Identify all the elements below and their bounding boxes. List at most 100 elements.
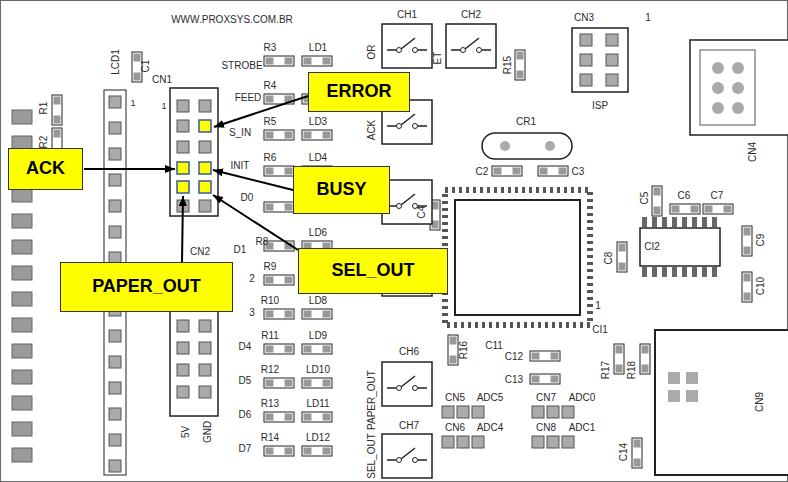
silkscreen-label: LD6 [309,228,327,238]
small-parts-use [52,95,62,125]
microcontroller-rect [445,190,590,325]
silkscreen-label: ET [433,52,443,65]
silkscreen-label: LD11 [306,399,329,409]
adc-headers-use [457,436,469,448]
silkscreen-label: INIT [231,161,250,171]
usb-connector-circle [712,62,724,74]
isp-header-use [580,34,592,46]
lcd-header-use [109,148,121,160]
silkscreen-label: ADC5 [477,393,504,403]
silkscreen-label: C14 [619,443,629,461]
resistor-led-rows-use [264,446,294,456]
edge-connector-pads-use [12,396,32,410]
silkscreen-label: CN6 [445,423,465,433]
silkscreen-label: LD3 [309,117,327,127]
leader-arrows-line [84,168,175,170]
resistor-led-rows-use [264,56,294,66]
small-parts-use [652,186,662,216]
cn1-header-use [177,141,189,153]
adc-headers [442,406,574,448]
silkscreen-label: C10 [756,277,766,295]
silkscreen-label: C12 [505,352,523,362]
cn2-header-use [177,386,189,398]
edge-connector-pads-use [12,422,32,436]
resistor-led-rows-use [264,412,294,422]
silkscreen-label: LCD1 [111,49,121,75]
usb-connector-circle [732,62,744,74]
usb-connector-circle [712,82,724,94]
soic-chip-line [642,267,720,277]
silkscreen-label: PAPER_OUT [367,370,377,430]
leader-arrows [84,96,308,262]
callout-box: SEL_OUT [298,248,448,294]
silkscreen-label: ACK [367,120,377,141]
adc-headers-use [532,406,544,418]
callout-box: BUSY [293,166,390,214]
silkscreen-label: CN3 [574,13,594,23]
resistor-led-rows-use [302,309,332,319]
silkscreen-label: CI2 [644,242,660,252]
usb-connector-circle [732,102,744,114]
edge-connector-pads-use [12,188,32,202]
resistor-led-rows-use [264,378,294,388]
serial-connector-rect [655,330,788,475]
silkscreen-label: 1 [645,13,651,23]
silkscreen-label: GND [203,421,213,443]
edge-connector-pads-use [12,110,32,124]
cn1-header-rect [199,181,211,193]
silkscreen-label: CN7 [536,393,556,403]
silkscreen-label: ADC0 [569,393,596,403]
resistor-led-rows-use [302,446,332,456]
cn1-header-rect [177,162,189,174]
silkscreen-label: ADC4 [477,423,504,433]
adc-headers-use [472,406,484,418]
silkscreen-label: R9 [264,262,277,272]
push-buttons-use [382,434,432,478]
serial-connector-rect [686,372,698,384]
lcd-header-use [109,122,121,134]
silkscreen-label: LD9 [309,331,327,341]
cn1-header-rect [199,120,211,132]
cn2-header-use [177,364,189,376]
small-parts-use [632,438,642,468]
silkscreen-label: R15 [503,56,513,74]
silkscreen-label: 1 [130,99,135,108]
cn2-header-use [199,364,211,376]
silkscreen-label: D1 [234,245,247,255]
edge-connector-pads-use [12,292,32,306]
adc-headers-use [532,436,544,448]
silkscreen-label: R8 [256,237,269,247]
usb-connector-rect [700,50,755,125]
cn1-header-rect [177,181,189,193]
silkscreen-label: LD1 [309,43,327,53]
adc-headers-use [442,406,454,418]
silkscreen-label: R18 [627,361,637,379]
resistor-led-rows-use [302,412,332,422]
lcd-header-use [109,460,121,472]
adc-headers-use [562,406,574,418]
isp-header-use [606,34,618,46]
push-buttons-use [382,362,432,406]
resistor-led-rows-use [264,202,294,212]
adc-headers-use [562,436,574,448]
resistor-led-rows-use [264,130,294,140]
callout-box: ERROR [308,72,410,112]
small-parts-use [670,204,700,214]
small-parts-use [742,272,752,302]
silkscreen-label: CN8 [536,423,556,433]
small-parts-use [703,204,733,214]
push-buttons-use [446,24,496,68]
small-parts-use [530,374,560,384]
silkscreen-label: R5 [264,117,277,127]
cn2-header-use [177,342,189,354]
silkscreen-label: 3 [249,308,255,318]
serial-connector [655,330,788,475]
usb-connector [690,40,788,135]
small-parts-use [742,226,752,256]
isp-header-use [580,74,592,86]
silkscreen-label: R1 [39,102,49,115]
resistor-led-rows-use [302,378,332,388]
adc-headers-use [547,436,559,448]
silkscreen-label: R14 [261,433,279,443]
silkscreen-label: R6 [264,153,277,163]
